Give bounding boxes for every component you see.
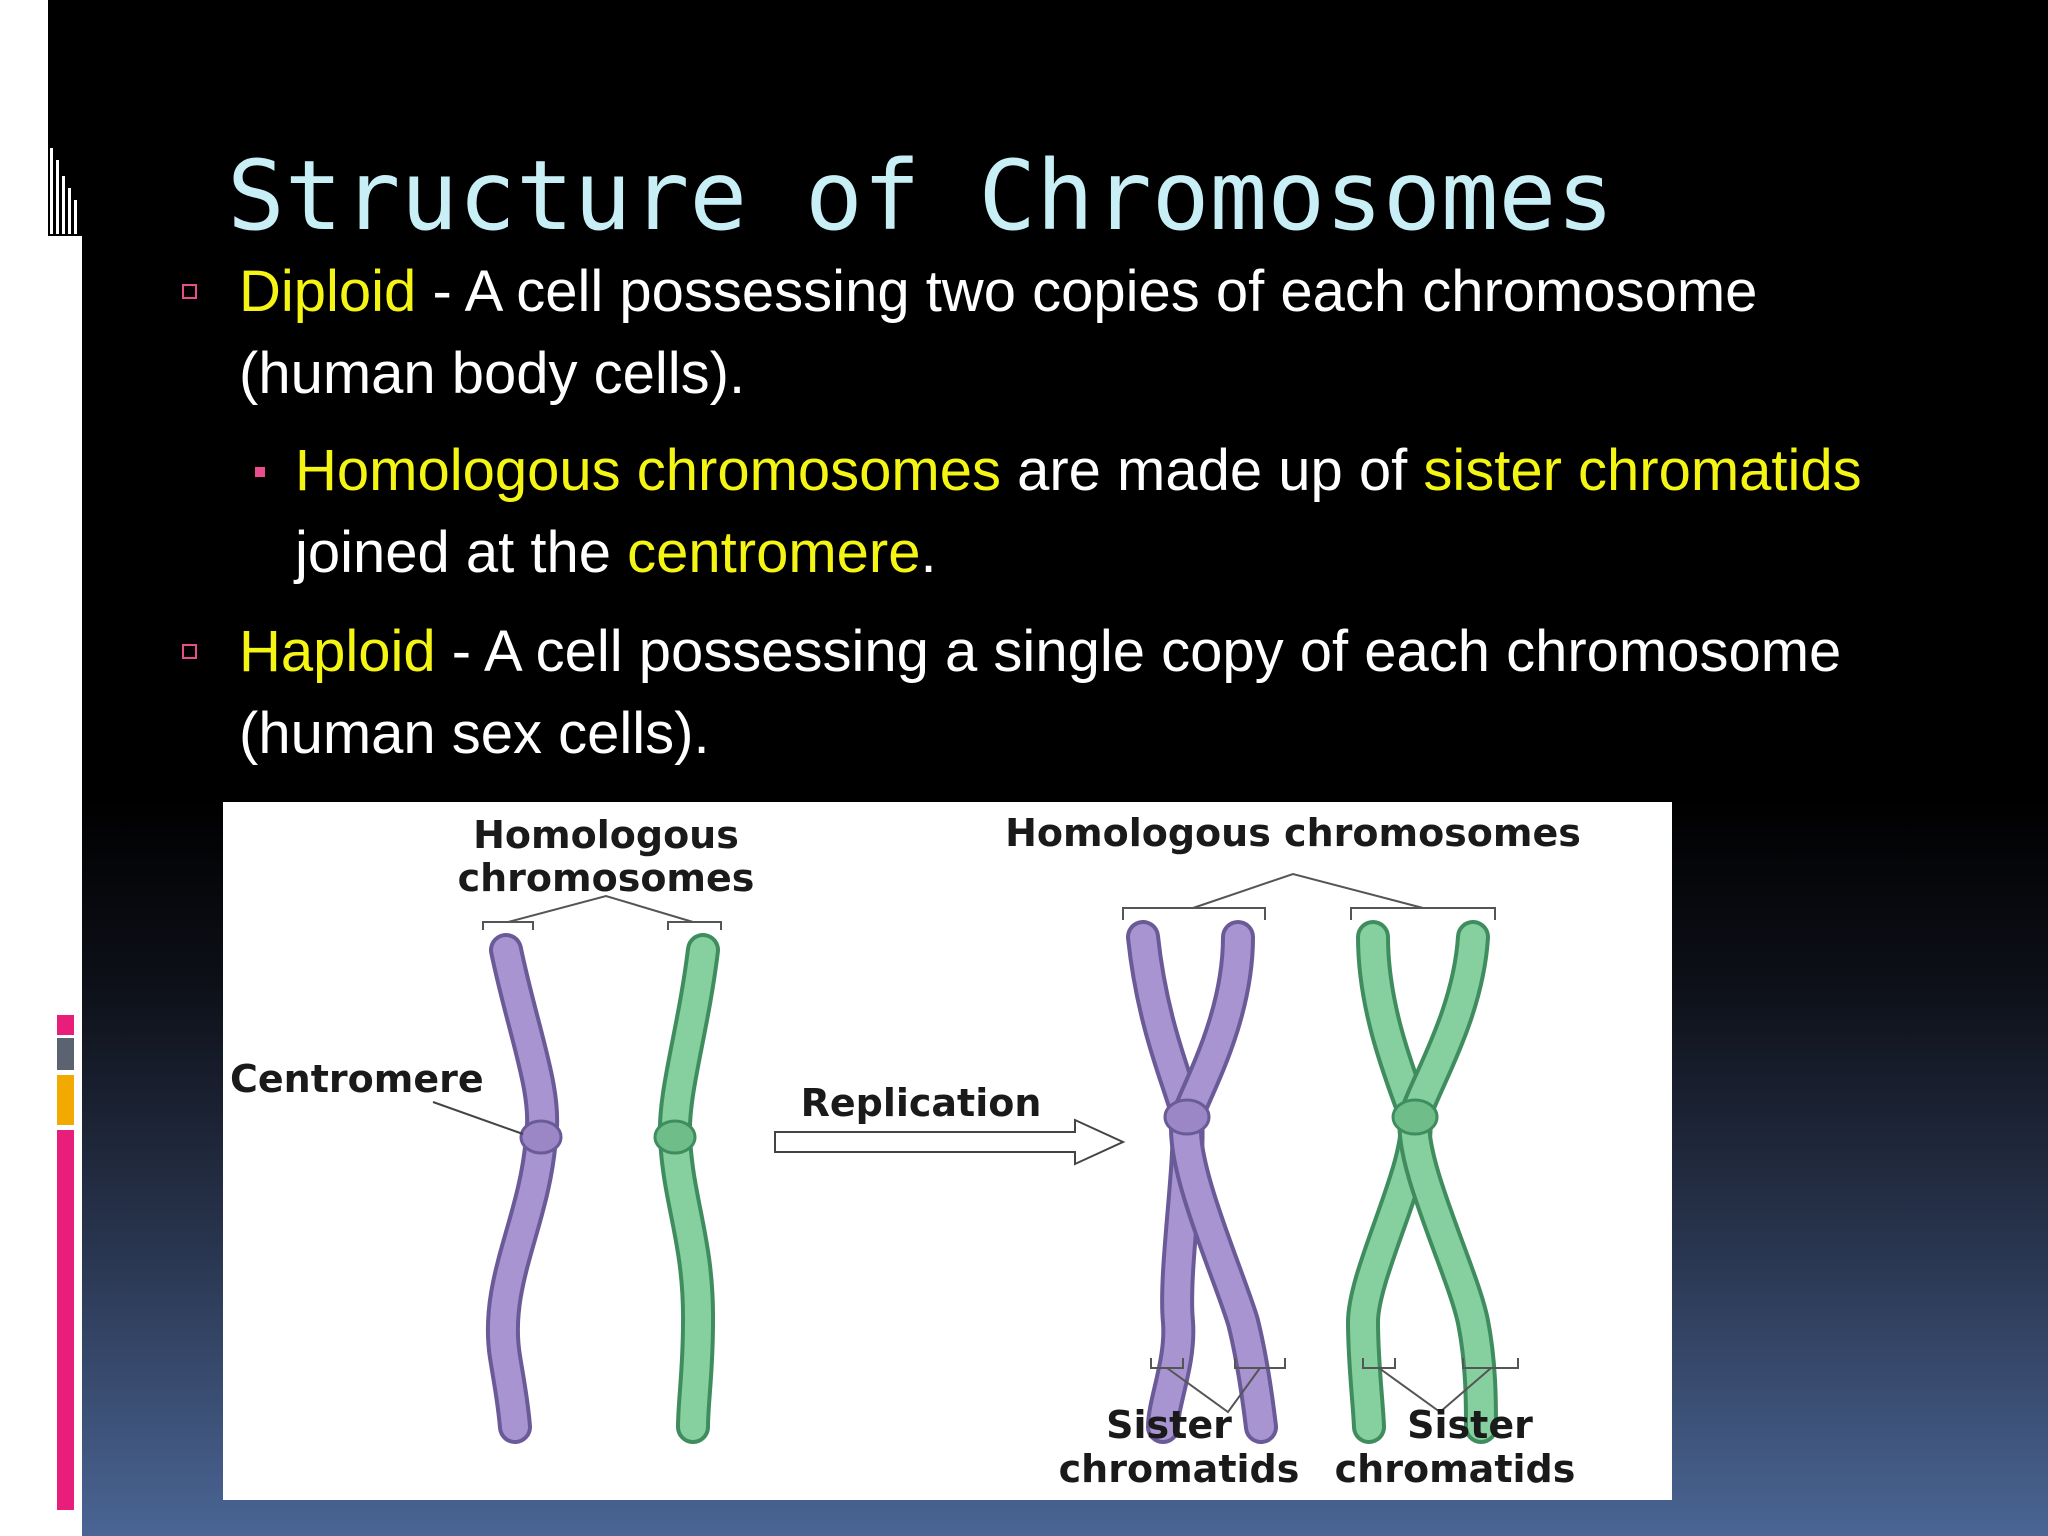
decor-bar-orange <box>57 1075 74 1125</box>
centromere-pointer <box>432 1101 524 1135</box>
decor-bar-pink <box>57 1130 74 1510</box>
label-sister-2b: chromatids <box>1335 1447 1576 1491</box>
bullet-haploid: Haploid - A cell possessing a single cop… <box>182 611 2019 775</box>
bullet-homologous: Homologous chromosomes are made up of si… <box>255 430 2045 594</box>
replication-arrow-icon <box>774 1118 1126 1166</box>
left-decor-strip <box>0 0 82 1536</box>
bullet-square-icon <box>182 644 197 659</box>
diploid-note: (human body cells). <box>239 341 746 406</box>
purple-chromosome-replicated <box>1126 920 1278 1444</box>
right-homologous-brackets <box>1122 872 1496 920</box>
homologous-line2-b: . <box>920 520 937 585</box>
slide: Structure of Chromosomes Diploid - A cel… <box>82 0 2048 1536</box>
label-homologous-right: Homologous chromosomes <box>1005 811 1581 855</box>
homologous-text: are made up of <box>1000 438 1424 503</box>
bullet-small-square-icon <box>255 467 265 477</box>
diploid-definition: - A cell possessing two copies of each c… <box>416 259 1758 324</box>
label-sister-1a: Sister <box>1106 1403 1232 1447</box>
label-replication: Replication <box>801 1081 1042 1125</box>
sister-chromatid-brackets <box>1150 1358 1519 1414</box>
label-sister-1b: chromatids <box>1059 1447 1300 1491</box>
purple-chromosome-left <box>485 933 563 1444</box>
chromosome-diagram: Homologous chromosomes Homologous chromo… <box>223 802 1672 1500</box>
decor-bar-pink-top <box>57 1015 74 1035</box>
term-diploid: Diploid <box>239 259 417 324</box>
green-chromosome-replicated <box>1345 920 1498 1444</box>
term-haploid: Haploid <box>239 619 436 684</box>
bullet-diploid: Diploid - A cell possessing two copies o… <box>182 251 1999 415</box>
decor-bar-gray <box>57 1038 74 1070</box>
bullet-square-icon <box>182 284 197 299</box>
left-homologous-brackets <box>482 894 722 930</box>
label-homologous-left-1: Homologous <box>473 813 739 857</box>
slide-title: Structure of Chromosomes <box>227 140 1615 252</box>
bars-decoration-icon <box>48 0 82 240</box>
label-sister-2a: Sister <box>1407 1403 1533 1447</box>
haploid-note: (human sex cells). <box>239 701 710 766</box>
label-homologous-left-2: chromosomes <box>458 856 755 900</box>
term-sister-chromatids: sister chromatids <box>1423 438 1862 503</box>
homologous-line2-a: joined at the <box>295 520 628 585</box>
green-chromosome-left <box>653 933 720 1444</box>
term-centromere: centromere <box>627 520 921 585</box>
term-homologous-chromosomes: Homologous chromosomes <box>295 438 1001 503</box>
haploid-definition: - A cell possessing a single copy of eac… <box>435 619 1842 684</box>
label-centromere: Centromere <box>230 1057 484 1101</box>
